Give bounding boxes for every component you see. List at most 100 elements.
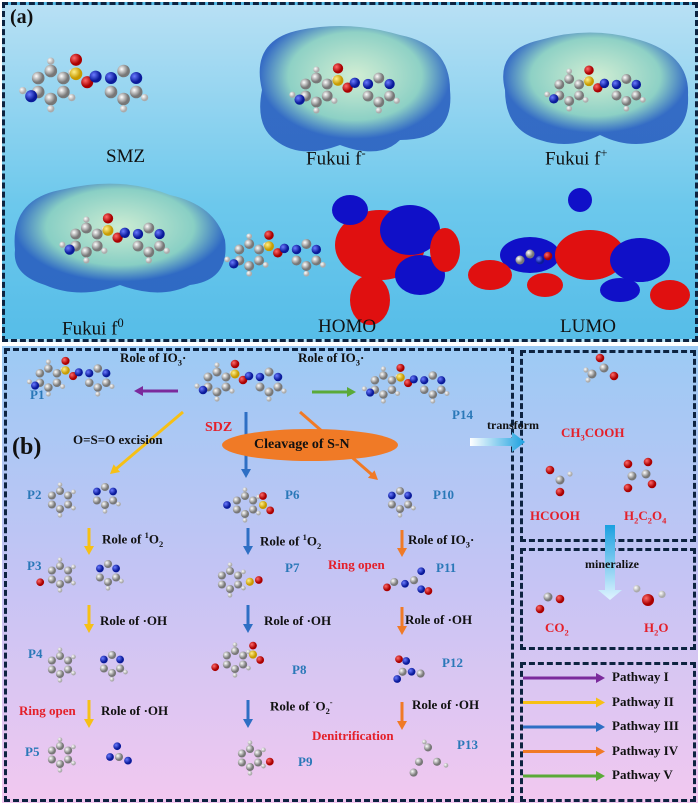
caption-lumo: LUMO <box>560 316 616 337</box>
legend-arrow-1 <box>523 673 605 683</box>
product-label-p14: P14 <box>452 407 473 422</box>
p13-molecule <box>409 739 449 777</box>
sdz-label: SDZ <box>205 420 233 435</box>
p5-fragment <box>106 742 132 765</box>
p14-molecule <box>361 363 450 404</box>
transform-label: transform <box>487 418 539 432</box>
role-io3-p1: Role of IO3· <box>120 350 187 368</box>
legend-arrow-5 <box>523 771 605 781</box>
panel-b-label: (b) <box>12 434 42 460</box>
smz-molecule <box>19 53 149 113</box>
product-label-p3: P3 <box>27 558 42 573</box>
lumo-orbital <box>468 188 690 310</box>
role-superoxide-p9: Role of ·O2- <box>270 697 333 716</box>
product-label-p12: P12 <box>442 655 463 670</box>
ring-open-p11: Ring open <box>328 557 385 572</box>
sdz-molecule <box>194 359 287 402</box>
product-label-p2: P2 <box>27 487 42 502</box>
cleavage-label: Cleavage of S-N <box>254 437 350 452</box>
arrow-ii-0 <box>84 528 94 555</box>
product-label-p4: P4 <box>28 646 43 661</box>
p7-molecule <box>217 562 263 598</box>
product-label-p8: P8 <box>292 662 307 677</box>
co2-molecule <box>535 592 565 614</box>
p3-molecule-a <box>36 557 76 593</box>
h2c2o4-molecule <box>623 457 657 493</box>
cleavage-ellipse <box>222 429 398 461</box>
panel-a-label: (a) <box>10 6 34 28</box>
arrow-to-p2 <box>110 410 184 474</box>
hcooh-molecule <box>545 465 573 497</box>
product-label-p7: P7 <box>285 560 300 575</box>
p4-molecule-b <box>99 650 128 682</box>
p2-molecule-a <box>47 482 76 518</box>
legend-label-2: Pathway II <box>612 693 674 709</box>
arrow-iv-2 <box>397 702 407 730</box>
p9-molecule <box>237 740 274 776</box>
homo-orbital <box>332 195 460 325</box>
transform-arrow <box>470 432 525 452</box>
legend-label-3: Pathway III <box>612 718 679 733</box>
role-oh-p4: Role of ·OH <box>100 613 168 628</box>
hcooh-label: HCOOH <box>530 508 580 523</box>
legend-box <box>520 662 696 802</box>
excision-label: O=S=O excision <box>73 432 163 447</box>
caption-fukui-zero: Fukui f0 <box>62 316 124 340</box>
fukui-minus-surface <box>259 26 451 152</box>
fukui-plus-molecule <box>544 65 646 112</box>
homo-molecule <box>224 230 326 277</box>
product-label-p9: P9 <box>298 754 313 769</box>
role-oh-p13: Role of ·OH <box>412 697 480 712</box>
role-oh-p5: Role of ·OH <box>101 703 169 718</box>
p3-molecule-b <box>95 559 124 591</box>
legend-arrow-4 <box>523 746 605 757</box>
product-label-p10: P10 <box>433 487 454 502</box>
mineralize-arrow <box>598 525 622 600</box>
p12-molecule <box>393 655 425 683</box>
p5-molecule <box>47 737 76 773</box>
legend-label-5: Pathway V <box>612 767 673 782</box>
product-label-p1: P1 <box>30 387 45 402</box>
product-label-p6: P6 <box>285 487 300 502</box>
ring-open-p5: Ring open <box>19 703 76 718</box>
arrow-iv-0 <box>397 530 407 557</box>
denitrification-label: Denitrification <box>312 728 394 743</box>
arrow-iii-2 <box>243 700 253 728</box>
legend-label-1: Pathway I <box>612 669 669 684</box>
h2o-molecule <box>633 585 666 607</box>
p2-molecule-b <box>92 482 121 514</box>
arrow-ii-1 <box>84 605 94 633</box>
arrow-ii-2 <box>84 700 94 728</box>
caption-homo: HOMO <box>318 316 377 337</box>
p11-molecule <box>383 567 433 595</box>
role-oh-p8: Role of ·OH <box>264 613 332 628</box>
co2-label: CO2 <box>545 620 569 638</box>
arrow-to-p14 <box>312 387 356 397</box>
role-io3-p11: Role of IO3· <box>408 532 475 550</box>
ch3cooh-label: CH3COOH <box>561 425 625 443</box>
caption-smz: SMZ <box>106 146 146 167</box>
role-1o2-p3: Role of 1O2 <box>102 530 164 549</box>
p8-molecule <box>211 641 265 678</box>
caption-fukui-plus: Fukui f+ <box>545 146 608 170</box>
arrow-iii-0 <box>243 528 253 555</box>
product-label-p11: P11 <box>436 560 457 575</box>
role-1o2-p7: Role of 1O2 <box>260 532 322 551</box>
h2o-label: H2O <box>644 620 669 638</box>
arrow-to-p1 <box>134 386 178 396</box>
fukui-zero-molecule <box>59 213 170 264</box>
p4-molecule-a <box>47 647 76 683</box>
lumo-molecule <box>515 249 553 265</box>
role-oh-p12: Role of ·OH <box>405 612 473 627</box>
arrow-iv-1 <box>397 607 407 635</box>
product-label-p5: P5 <box>25 744 40 759</box>
caption-fukui-minus: Fukui f- <box>306 146 366 170</box>
legend-arrow-2 <box>523 697 605 708</box>
p6-molecule <box>223 487 275 523</box>
pathway-box <box>4 348 514 802</box>
arrow-iii-1 <box>243 605 253 633</box>
h2c2o4-label: H2C2O4 <box>624 508 667 526</box>
product-label-p13: P13 <box>457 737 478 752</box>
legend-arrow-3 <box>523 722 605 732</box>
